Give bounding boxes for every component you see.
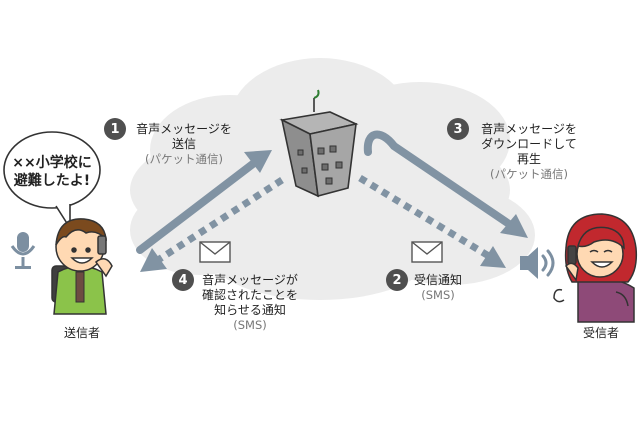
step-4-badge: 4 [172,269,194,291]
step-3-text: 音声メッセージを ダウンロードして 再生 (パケット通信) [466,122,592,181]
speech-bubble-line2: 避難したよ! [13,173,91,190]
step-1-text: 音声メッセージを 送信 (パケット通信) [116,122,252,166]
step-1-line1: 音声メッセージを [136,122,232,136]
step-3-badge: 3 [447,118,469,140]
sender-label: 送信者 [64,326,101,340]
envelope-icon [199,241,231,263]
step-1-sub: (パケット通信) [145,152,223,166]
arrow-download [363,130,528,238]
sender-figure [51,218,113,315]
microphone-icon [10,232,36,269]
server-building-icon [279,89,359,198]
step-4-line3: 知らせる通知 [214,303,286,317]
step-3-line3: 再生 [516,152,541,166]
speech-bubble-text: ××小学校に 避難したよ! [10,154,94,190]
arrow-send [136,150,272,254]
step-2-line1: 受信通知 [414,273,463,287]
receiver-figure [553,213,638,323]
speaker-icon [520,247,555,279]
step-4-line1: 音声メッセージが [202,273,298,287]
step-3-line1: 音声メッセージを [481,122,577,136]
arrow-receive-notice [358,175,506,268]
receiver-label: 受信者 [583,326,620,340]
step-1-line2: 送信 [171,137,196,151]
step-2-text: 受信通知 (SMS) [414,273,462,302]
step-2-sub: (SMS) [421,288,455,302]
step-3-sub: (パケット通信) [490,167,568,181]
speech-bubble-line1: ××小学校に [12,155,92,171]
step-1-badge: 1 [104,118,126,140]
step-3-line2: ダウンロードして [481,137,577,151]
step-4-text: 音声メッセージが 確認されたことを 知らせる通知 (SMS) [190,273,310,332]
step-4-sub: (SMS) [233,318,267,332]
step-4-line2: 確認されたことを [201,288,298,302]
envelope-icon [411,241,443,263]
step-2-badge: 2 [386,269,408,291]
arrow-confirm-notice [140,177,284,272]
